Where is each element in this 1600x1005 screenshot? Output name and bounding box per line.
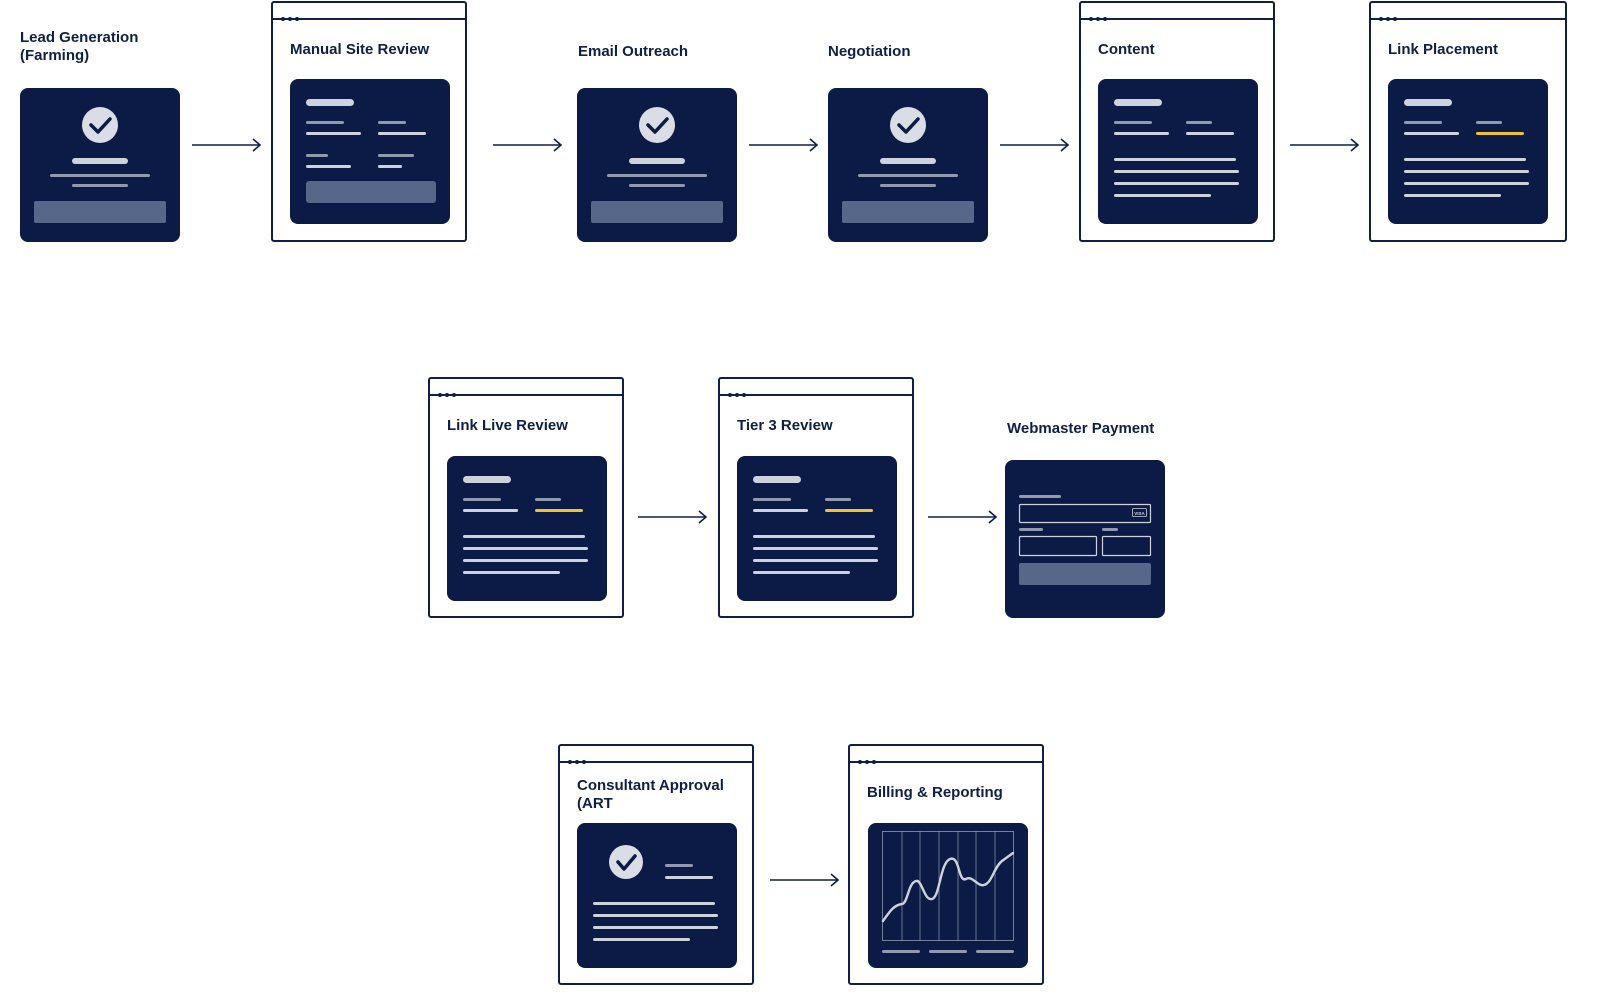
submit-button-placeholder	[591, 201, 723, 223]
checkmark-circle-icon	[890, 107, 926, 143]
arrow-right-icon	[928, 510, 998, 524]
highlighted-link-line	[535, 509, 583, 512]
window-dots-icon	[438, 384, 459, 402]
credit-card-icon	[1132, 508, 1147, 517]
link-live-review-window: Link Live Review	[428, 377, 624, 618]
window-title-bar	[720, 379, 912, 397]
card-brand-label: VISA	[1134, 511, 1145, 516]
cvv-field	[1101, 535, 1152, 557]
step-title-lead-generation: Lead Generation (Farming)	[20, 29, 139, 64]
window-title-bar	[1081, 3, 1273, 21]
highlighted-link-line	[825, 509, 873, 512]
expiry-field	[1018, 535, 1098, 557]
step-title-consultant-approval: Consultant Approval (ART	[577, 777, 724, 812]
arrow-right-icon	[749, 138, 819, 152]
window-title-bar	[1371, 3, 1565, 21]
arrow-right-icon	[493, 138, 563, 152]
window-title-bar	[273, 3, 465, 21]
step-title-link-placement: Link Placement	[1388, 41, 1499, 58]
window-title-bar	[430, 379, 622, 397]
checkmark-circle-icon	[82, 107, 118, 143]
pay-button-placeholder	[1019, 563, 1151, 585]
step-title-negotiation: Negotiation	[828, 43, 911, 60]
arrow-right-icon	[1000, 138, 1070, 152]
window-dots-icon	[858, 751, 879, 769]
window-title-bar	[560, 746, 752, 764]
step-title-content: Content	[1098, 41, 1155, 58]
arrow-right-icon	[1290, 138, 1360, 152]
content-window: Content	[1079, 1, 1275, 242]
step-title-webmaster-payment: Webmaster Payment	[1007, 420, 1155, 437]
window-dots-icon	[1089, 8, 1110, 26]
card-number-field	[1018, 503, 1152, 524]
link-placement-window: Link Placement	[1369, 1, 1567, 242]
consultant-approval-window: Consultant Approval (ART	[558, 744, 754, 985]
window-dots-icon	[1379, 8, 1400, 26]
submit-button-placeholder	[306, 181, 436, 203]
link-live-review-card	[447, 456, 607, 601]
link-placement-card	[1388, 79, 1548, 224]
submit-button-placeholder	[842, 201, 974, 223]
highlighted-link-line	[1476, 132, 1524, 135]
negotiation-card	[828, 88, 988, 242]
tier3-review-window: Tier 3 Review	[718, 377, 914, 618]
billing-reporting-card	[868, 823, 1028, 968]
window-dots-icon	[728, 384, 749, 402]
window-dots-icon	[568, 751, 589, 769]
arrow-right-icon	[770, 873, 840, 887]
submit-button-placeholder	[34, 201, 166, 223]
manual-site-review-card	[290, 79, 450, 224]
content-card	[1098, 79, 1258, 224]
line-chart-icon	[881, 831, 1015, 953]
step-title-manual-site-review: Manual Site Review	[290, 41, 430, 58]
webmaster-payment-card: VISA	[1005, 460, 1165, 618]
checkmark-circle-icon	[609, 845, 643, 879]
lead-generation-card-art	[34, 107, 166, 223]
arrow-right-icon	[638, 510, 708, 524]
consultant-approval-card	[577, 823, 737, 968]
step-title-link-live-review: Link Live Review	[447, 417, 568, 434]
manual-site-review-window: Manual Site Review	[271, 1, 467, 242]
window-title-bar	[850, 746, 1042, 764]
lead-generation-card	[20, 88, 180, 242]
checkmark-circle-icon	[639, 107, 675, 143]
tier3-review-card	[737, 456, 897, 601]
billing-reporting-window: Billing & Reporting	[848, 744, 1044, 985]
step-title-email-outreach: Email Outreach	[578, 43, 689, 60]
arrow-right-icon	[192, 138, 262, 152]
step-title-billing-reporting: Billing & Reporting	[867, 784, 1003, 801]
window-dots-icon	[281, 8, 302, 26]
step-title-tier3-review: Tier 3 Review	[737, 417, 833, 434]
email-outreach-card	[577, 88, 737, 242]
